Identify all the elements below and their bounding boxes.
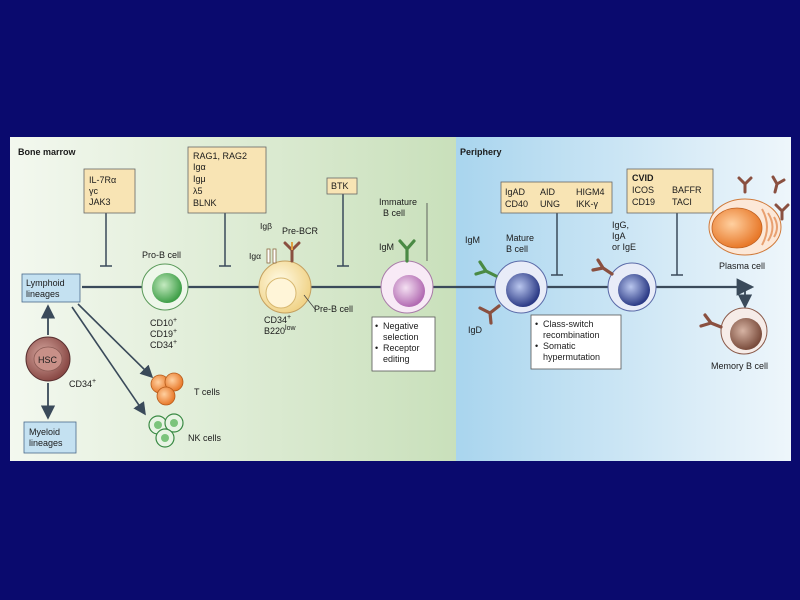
- svg-text:Class-switch: Class-switch: [543, 319, 594, 329]
- pre-bcr-label: Pre-BCR: [282, 226, 319, 236]
- svg-text:Lymphoid: Lymphoid: [26, 278, 65, 288]
- memory-b-cell: [699, 307, 768, 355]
- periphery-defect-box: IgAD CD40 AID UNG HIGM4 IKK-γ: [500, 181, 613, 214]
- lymphoid-to-nkcells-arrow: [71, 306, 146, 416]
- immature-label-1: Immature: [379, 197, 417, 207]
- mature-igm-label: IgM: [465, 235, 480, 245]
- t-cells: [150, 372, 184, 406]
- svg-text:BLNK: BLNK: [193, 198, 217, 208]
- svg-text:Negative: Negative: [383, 321, 419, 331]
- svg-text:Receptor: Receptor: [383, 343, 420, 353]
- immature-note-box: • Negative selection • Receptor editing: [371, 316, 436, 372]
- pro-b-marker-1: CD10+: [150, 317, 177, 328]
- lymphoid-to-tcells-arrow: [77, 303, 154, 379]
- svg-text:HIGM4: HIGM4: [576, 187, 605, 197]
- svg-text:RAG1, RAG2: RAG1, RAG2: [193, 151, 247, 161]
- inhibitor-rag: [219, 213, 231, 267]
- pro-b-marker-3: CD34+: [150, 339, 177, 350]
- svg-text:λ5: λ5: [193, 186, 203, 196]
- pre-b-marker-1: CD34+: [264, 314, 291, 325]
- pre-b-label: Pre-B cell: [314, 304, 353, 314]
- plasma-cell-label: Plasma cell: [719, 261, 765, 271]
- pre-b-cell: [258, 241, 312, 314]
- svg-text:•: •: [375, 321, 378, 331]
- svg-text:BAFFR: BAFFR: [672, 185, 702, 195]
- svg-text:lineages: lineages: [26, 289, 60, 299]
- iga-label: Igα: [249, 251, 261, 261]
- svg-text:UNG: UNG: [540, 199, 560, 209]
- svg-text:•: •: [375, 343, 378, 353]
- inhibitor-cvid: [671, 213, 683, 276]
- svg-text:Igμ: Igμ: [193, 174, 206, 184]
- mature-note-box: • Class-switch recombination • Somatic h…: [530, 314, 622, 370]
- svg-text:AID: AID: [540, 187, 556, 197]
- pre-b-marker-2: B220low: [264, 325, 296, 336]
- svg-text:Igα: Igα: [193, 162, 206, 172]
- pro-b-label: Pro-B cell: [142, 250, 181, 260]
- secreted-antibodies: [737, 175, 790, 221]
- pro-b-marker-2: CD19+: [150, 328, 177, 339]
- svg-text:IKK-γ: IKK-γ: [576, 199, 599, 209]
- svg-text:CVID: CVID: [632, 173, 654, 183]
- nk-cells-label: NK cells: [188, 433, 222, 443]
- hsc-cell: HSC: [25, 336, 71, 382]
- inhibitor-il7: [100, 213, 112, 267]
- switched-label-3: or IgE: [612, 242, 636, 252]
- svg-text:IgAD: IgAD: [505, 187, 526, 197]
- svg-text:Myeloid: Myeloid: [29, 427, 60, 437]
- svg-text:•: •: [535, 319, 538, 329]
- svg-text:HSC: HSC: [38, 355, 58, 365]
- inhibitor-higm: [551, 213, 563, 276]
- svg-text:IL-7Rα: IL-7Rα: [89, 175, 116, 185]
- mature-b-cell: [474, 260, 548, 325]
- svg-text:editing: editing: [383, 354, 410, 364]
- pre-b-pointer: [303, 294, 316, 310]
- mature-igd-label: IgD: [468, 325, 483, 335]
- periphery-label: Periphery: [460, 147, 502, 157]
- mature-label-1: Mature: [506, 233, 534, 243]
- svg-text:γc: γc: [89, 186, 99, 196]
- immature-label-2: B cell: [383, 208, 405, 218]
- nk-cells: [148, 413, 184, 448]
- switched-b-cell: [591, 258, 657, 312]
- svg-text:hypermutation: hypermutation: [543, 352, 600, 362]
- svg-text:lineages: lineages: [29, 438, 63, 448]
- svg-text:JAK3: JAK3: [89, 197, 111, 207]
- svg-text:Somatic: Somatic: [543, 341, 576, 351]
- myeloid-lineages-box: Myeloid lineages: [23, 421, 77, 454]
- svg-text:selection: selection: [383, 332, 419, 342]
- mature-label-2: B cell: [506, 244, 528, 254]
- svg-text:CD40: CD40: [505, 199, 528, 209]
- b-cell-development-figure: Bone marrow Periphery IL-7Rα γc JAK3 RAG…: [10, 137, 791, 461]
- switched-label-2: IgA: [612, 231, 626, 241]
- inhibitor-btk: [337, 194, 349, 267]
- lymphoid-lineages-box: Lymphoid lineages: [21, 273, 81, 303]
- svg-text:BTK: BTK: [331, 181, 349, 191]
- svg-text:TACI: TACI: [672, 197, 692, 207]
- switched-label-1: IgG,: [612, 220, 629, 230]
- btk-defect-box: BTK: [326, 177, 358, 195]
- memory-b-cell-label: Memory B cell: [711, 361, 768, 371]
- il7-defect-box: IL-7Rα γc JAK3: [83, 168, 136, 214]
- immature-igm-label: IgM: [379, 242, 394, 252]
- t-cells-label: T cells: [194, 387, 220, 397]
- cvid-defect-box: CVID ICOS CD19 BAFFR TACI: [626, 168, 714, 214]
- igb-label: Igβ: [260, 221, 272, 231]
- svg-text:ICOS: ICOS: [632, 185, 654, 195]
- bone-marrow-label: Bone marrow: [18, 147, 77, 157]
- plasma-cell: [708, 198, 782, 256]
- svg-text:•: •: [535, 341, 538, 351]
- hsc-marker: CD34+: [69, 378, 96, 389]
- pro-b-cell: [141, 263, 189, 311]
- svg-text:recombination: recombination: [543, 330, 600, 340]
- rag-defect-box: RAG1, RAG2 Igα Igμ λ5 BLNK: [187, 146, 267, 214]
- svg-text:CD19: CD19: [632, 197, 655, 207]
- immature-b-cell: [380, 239, 434, 314]
